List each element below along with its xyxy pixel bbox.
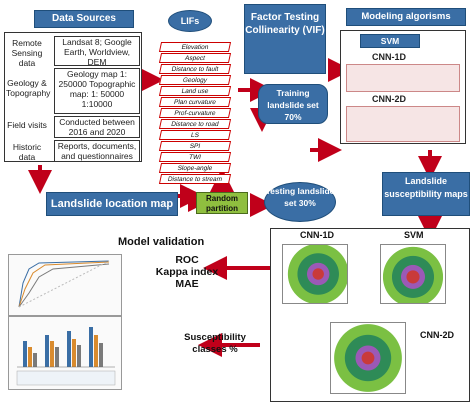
lif-item: Elevation xyxy=(158,42,232,52)
lif-item: Slope-angle xyxy=(158,163,232,173)
map-label-svm: SVM xyxy=(404,230,424,240)
roc-curves-icon xyxy=(18,260,110,308)
lif-item: Prof-curvature xyxy=(158,108,232,118)
geology-value: Geology map 1: 250000 Topographic map: 1… xyxy=(54,68,140,114)
remote-sensing-value: Landsat 8; Google Earth, Worldview, DEM xyxy=(54,36,140,67)
classes-bar-thumbnail xyxy=(8,316,122,390)
lifs-title: LIFs xyxy=(168,10,212,32)
historic-value: Reports, documents, and questionnaires xyxy=(54,140,140,162)
lif-item: Aspect xyxy=(158,53,232,63)
historic-label: Historic data xyxy=(12,142,42,162)
svm-label: SVM xyxy=(360,34,420,48)
metric-roc: ROC xyxy=(175,254,199,266)
modeling-title: Modeling algorisms xyxy=(346,8,466,26)
lif-item: Distance to fault xyxy=(158,64,232,74)
remote-sensing-label: Remote Sensing data xyxy=(11,38,43,68)
lif-item: TWI xyxy=(158,152,232,162)
geology-label: Geology & Topography xyxy=(6,78,51,98)
lif-item: Geology xyxy=(158,75,232,85)
lif-item: Plan curvature xyxy=(158,97,232,107)
lif-item: Land use xyxy=(158,86,232,96)
map-label-cnn1d: CNN-1D xyxy=(300,230,335,240)
lif-item: Distance to stream xyxy=(158,174,232,184)
svm-map xyxy=(380,244,446,304)
lifs-list: Elevation Aspect Distance to fault Geolo… xyxy=(158,42,236,184)
lif-item: Distance to road xyxy=(158,119,232,129)
cnn2d-map xyxy=(330,322,406,394)
classes-bar-icon xyxy=(16,327,116,386)
susceptibility-classes-label: Susceptibility classes % xyxy=(184,332,246,355)
map-label-cnn2d: CNN-2D xyxy=(420,330,455,340)
metric-kappa: Kappa index xyxy=(155,266,219,278)
field-visits-value: Conducted between 2016 and 2020 xyxy=(54,116,140,138)
metric-mae: MAE xyxy=(175,278,199,290)
susceptibility-maps-title: Landslide susceptibility maps xyxy=(382,172,470,216)
landslide-location-map: Landslide location map xyxy=(46,192,178,216)
cnn2d-label: CNN-2D xyxy=(372,94,407,104)
data-sources-title: Data Sources xyxy=(34,10,134,28)
model-validation-title: Model validation xyxy=(118,236,205,248)
cnn1d-diagram xyxy=(346,64,460,92)
cnn2d-diagram xyxy=(346,106,460,142)
factor-testing-box: Factor Testing Collinearity (VIF) xyxy=(244,4,326,74)
lif-item: LS xyxy=(158,130,232,140)
random-partition-box: Random partition xyxy=(196,192,248,214)
testing-set-label: Testing landslide set 30% xyxy=(264,182,336,222)
training-set-label: Training landslide set 70% xyxy=(258,84,328,124)
field-visits-label: Field visits xyxy=(7,120,47,130)
roc-chart-thumbnail xyxy=(8,254,122,316)
cnn1d-map xyxy=(282,244,348,304)
lif-item: SPI xyxy=(158,141,232,151)
cnn1d-label: CNN-1D xyxy=(372,52,407,62)
